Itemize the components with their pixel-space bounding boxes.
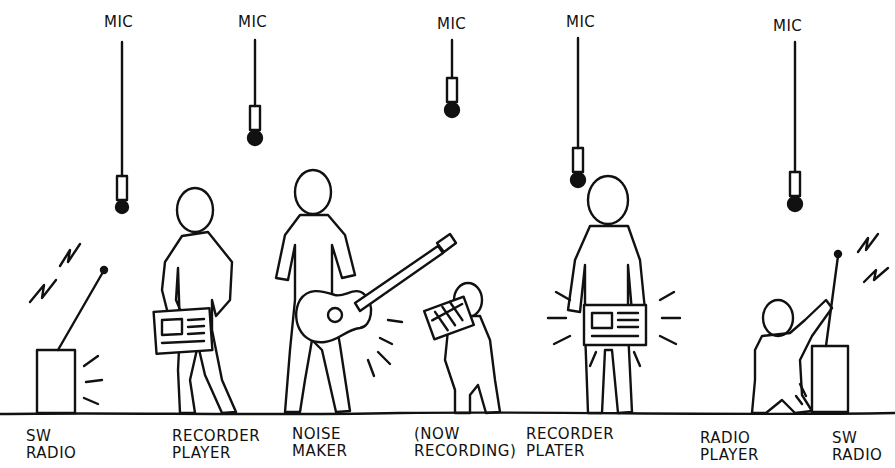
radio-antenna	[826, 256, 838, 346]
mic-body	[250, 106, 260, 130]
mic-body	[117, 176, 127, 200]
instrument-label: NOISE MAKER	[292, 426, 358, 460]
radio-box	[812, 346, 848, 412]
instrument-label: RECORDER PLAYER	[172, 428, 268, 462]
figure-head	[295, 170, 331, 214]
recorder-details	[592, 313, 638, 336]
mic-body	[573, 148, 583, 172]
instrument-label: RADIO PLAYER	[700, 430, 772, 464]
mic-body	[790, 172, 800, 196]
sound-lines	[368, 320, 402, 376]
sound-burst	[548, 292, 680, 366]
figure-head	[177, 188, 213, 232]
guitar-neck	[355, 246, 443, 311]
mic-label: MIC	[566, 14, 616, 31]
figure-head	[763, 300, 793, 336]
mic-label: MIC	[238, 14, 288, 31]
mic-body	[447, 78, 457, 102]
device-grid	[430, 300, 466, 332]
mic-head	[445, 103, 459, 117]
recorder-details	[162, 319, 204, 343]
mic-head	[116, 201, 128, 213]
sound-lines	[796, 384, 806, 404]
signal-zigzag	[60, 244, 80, 266]
mic-cable	[577, 38, 579, 148]
antenna-tip	[101, 267, 107, 273]
instrument-label: SW RADIO	[832, 430, 890, 464]
figure-body	[568, 226, 645, 413]
recording-device	[424, 297, 474, 340]
mic-cable	[794, 42, 796, 172]
mic-head	[788, 197, 802, 211]
recorder-box	[584, 305, 646, 345]
mic-head	[571, 173, 585, 187]
radio-box	[37, 350, 75, 413]
recorder-box	[154, 308, 213, 354]
signal-zigzag	[30, 280, 56, 302]
mic-head	[248, 131, 262, 145]
signal-zigzag	[864, 268, 888, 282]
figure-head	[588, 176, 628, 224]
guitar-head	[437, 234, 456, 252]
mic-cable	[254, 40, 256, 106]
instrument-label: SW RADIO	[26, 428, 84, 462]
guitar-hole	[328, 308, 342, 322]
instrument-label: RECORDER PLATER	[526, 426, 622, 460]
mic-label: MIC	[104, 14, 154, 31]
mic-cable	[121, 42, 123, 176]
mic-label: MIC	[437, 16, 487, 33]
mic-cable	[451, 40, 453, 78]
note-label: (NOW RECORDING)	[414, 426, 522, 460]
radio-antenna	[58, 272, 103, 350]
sound-lines	[84, 356, 102, 404]
antenna-tip	[835, 251, 841, 257]
mic-label: MIC	[773, 18, 823, 35]
signal-zigzag	[858, 234, 878, 252]
